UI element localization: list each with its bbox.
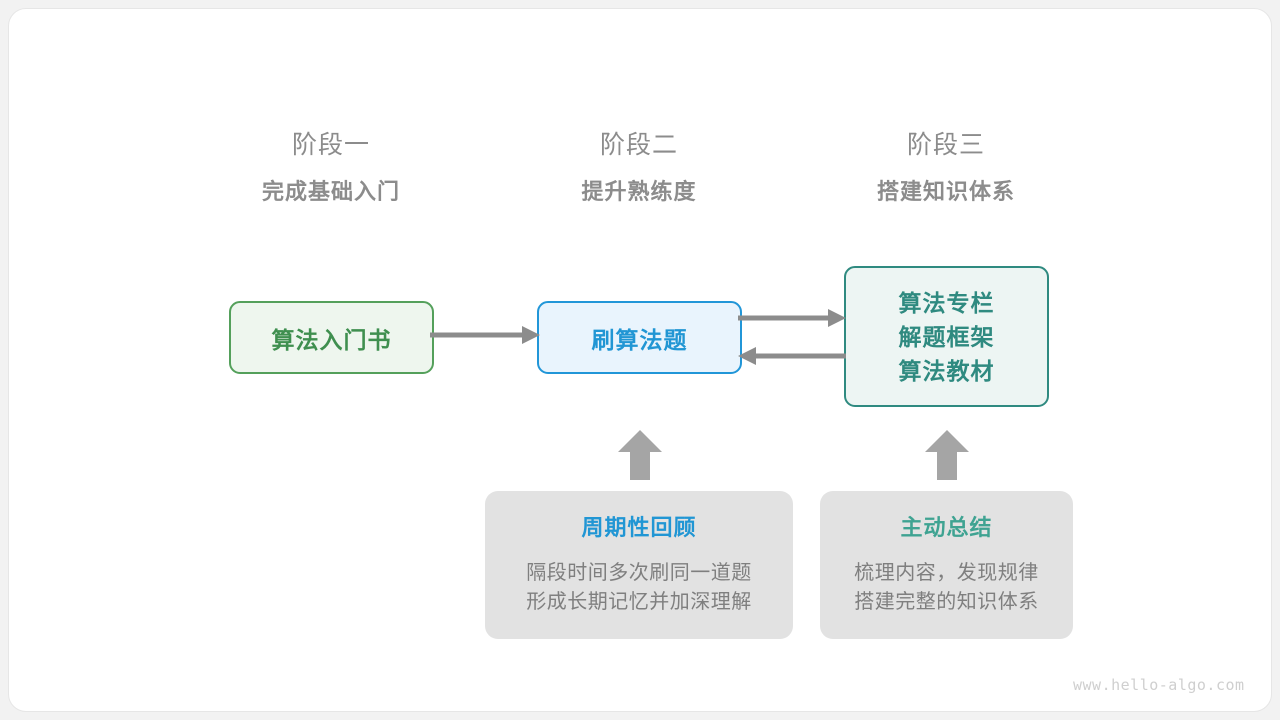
- node-label: 刷算法题: [591, 326, 688, 353]
- note-title: 周期性回顾: [581, 515, 697, 540]
- note-body: 梳理内容，发现规律 搭建完整的知识体系: [820, 559, 1073, 617]
- note-body-line-2: 形成长期记忆并加深理解: [526, 591, 752, 613]
- stage-column-1: 阶段一 完成基础入门: [201, 128, 461, 208]
- watermark: www.hello-algo.com: [1073, 676, 1245, 694]
- arrow-right-icon-practice-to-resources: [738, 309, 846, 327]
- stage-3-goal: 搭建知识体系: [876, 179, 1015, 204]
- stage-2-name: 阶段二: [599, 131, 678, 159]
- node-practice-problems: 刷算法题: [537, 301, 742, 374]
- node-label-line-2: 解题框架: [898, 323, 995, 350]
- arrow-up-icon-summary-to-resources: [925, 430, 969, 480]
- note-body-line-1: 隔段时间多次刷同一道题: [526, 562, 752, 584]
- note-periodic-review: 周期性回顾 隔段时间多次刷同一道题 形成长期记忆并加深理解: [485, 491, 793, 639]
- node-label-line-3: 算法教材: [898, 357, 995, 384]
- arrow-right-icon-book-to-practice: [430, 326, 540, 344]
- stage-1-name: 阶段一: [291, 131, 370, 159]
- note-body-line-2: 搭建完整的知识体系: [854, 591, 1039, 613]
- note-title: 主动总结: [900, 515, 993, 540]
- stage-column-2: 阶段二 提升熟练度: [509, 128, 769, 208]
- note-body: 隔段时间多次刷同一道题 形成长期记忆并加深理解: [485, 559, 793, 617]
- stage-2-goal: 提升熟练度: [581, 179, 697, 204]
- arrow-up-icon-review-to-practice: [618, 430, 662, 480]
- stage-3-name: 阶段三: [906, 131, 985, 159]
- node-label-line-1: 算法专栏: [898, 289, 995, 316]
- stage-1-goal: 完成基础入门: [261, 179, 400, 204]
- node-label: 算法入门书: [271, 326, 392, 353]
- node-algorithm-intro-book: 算法入门书: [229, 301, 434, 374]
- node-learning-resources: 算法专栏 解题框架 算法教材: [844, 266, 1049, 407]
- note-body-line-1: 梳理内容，发现规律: [854, 562, 1039, 584]
- note-active-summary: 主动总结 梳理内容，发现规律 搭建完整的知识体系: [820, 491, 1073, 639]
- stage-column-3: 阶段三 搭建知识体系: [816, 128, 1076, 208]
- arrow-left-icon-resources-to-practice: [738, 347, 846, 365]
